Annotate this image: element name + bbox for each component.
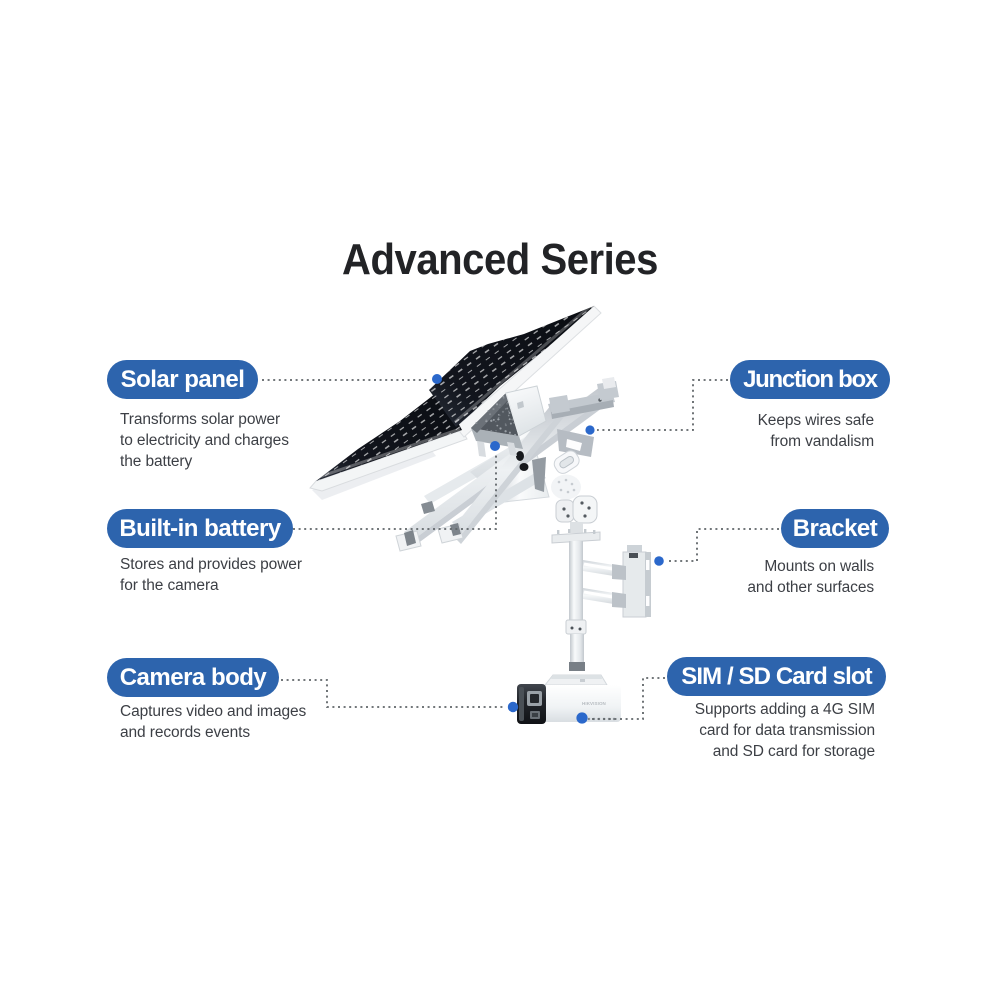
svg-text:HIKVISION: HIKVISION	[582, 701, 606, 706]
